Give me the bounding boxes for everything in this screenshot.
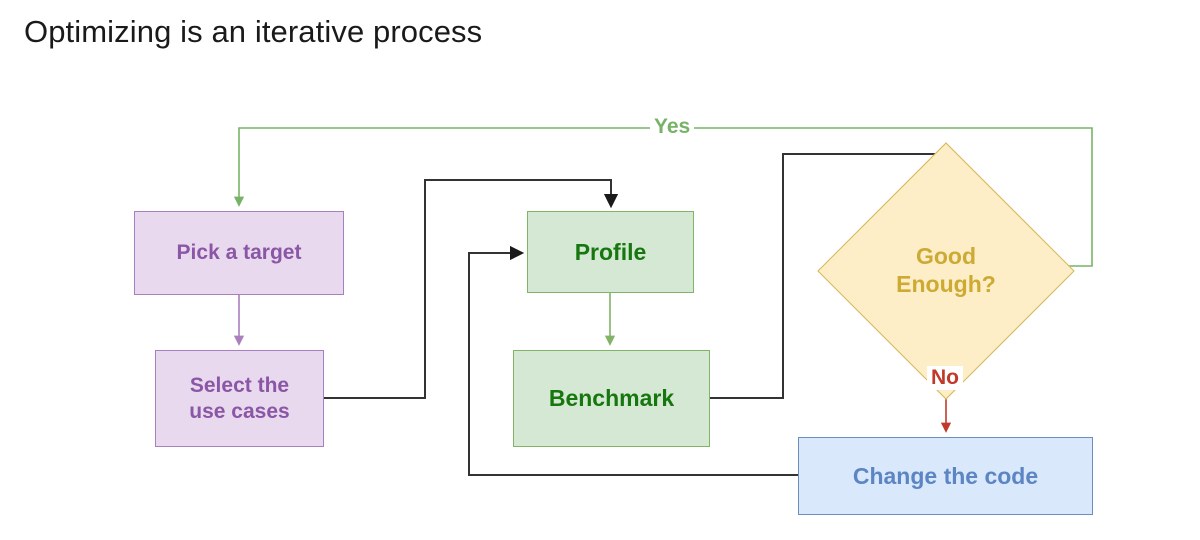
node-label: Select the use cases (189, 373, 290, 423)
node-label: Change the code (852, 462, 1039, 489)
edge-change-to-profile (468, 245, 798, 476)
node-profile[interactable]: Profile (527, 211, 694, 293)
node-label: Benchmark (548, 385, 675, 412)
node-benchmark[interactable]: Benchmark (513, 350, 710, 447)
node-label: Profile (574, 238, 647, 265)
node-change-the-code[interactable]: Change the code (798, 437, 1093, 515)
node-pick-a-target[interactable]: Pick a target (134, 211, 344, 295)
edge-label-no: No (927, 366, 963, 390)
node-label: Good Enough? (896, 243, 996, 297)
page-title: Optimizing is an iterative process (24, 14, 483, 49)
node-good-enough-decision[interactable]: Good Enough? (817, 142, 1075, 400)
node-label: Pick a target (176, 241, 302, 265)
node-select-the-use-cases[interactable]: Select the use cases (155, 350, 324, 447)
edge-select-to-profile (324, 179, 619, 399)
edge-label-yes: Yes (650, 115, 695, 139)
edge-good-to-pick-yes (233, 127, 1093, 267)
